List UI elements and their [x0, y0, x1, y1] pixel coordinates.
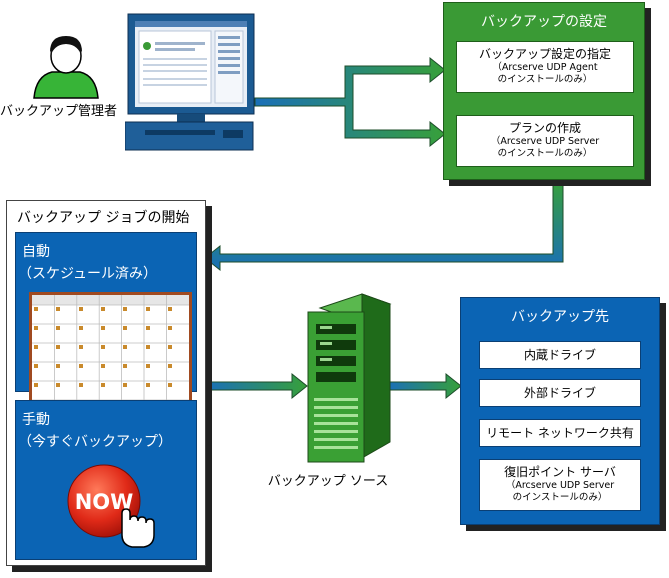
auto-sublabel: （スケジュール済み）	[18, 266, 158, 282]
specify-settings-box: バックアップ設定の指定 （Arcserve UDP Agent のインストールの…	[456, 41, 634, 93]
hand-cursor-icon	[121, 508, 155, 548]
external-drive-box: 外部ドライブ	[479, 379, 641, 407]
manual-label: 手動	[22, 412, 50, 428]
recovery-point-server-box: 復旧ポイント サーバ （Arcserve UDP Server のインストールの…	[479, 459, 641, 511]
specify-settings-label: バックアップ設定の指定	[478, 47, 611, 61]
manual-sublabel: （今すぐバックアップ）	[18, 434, 172, 450]
arrow-to-settings	[254, 56, 446, 148]
backup-source-label: バックアップ ソース	[267, 474, 389, 489]
create-plan-label: プランの作成	[508, 121, 581, 135]
settings-panel: バックアップの設定 バックアップ設定の指定 （Arcserve UDP Agen…	[443, 2, 645, 180]
specify-settings-note-2: のインストールのみ）	[497, 74, 593, 85]
auto-scheduled-panel: 自動 （スケジュール済み）	[15, 232, 197, 422]
create-plan-note-2: のインストールのみ）	[497, 148, 593, 159]
backup-source-server-icon	[307, 293, 392, 463]
now-button[interactable]: NOW	[62, 461, 162, 553]
arrow-to-destination	[387, 372, 462, 400]
computer-monitor-icon	[125, 13, 255, 151]
backup-destination-panel: バックアップ先 内蔵ドライブ 外部ドライブ リモート ネットワーク共有 復旧ポイ…	[460, 297, 660, 525]
admin-label: バックアップ管理者	[0, 104, 118, 119]
recovery-point-server-note-2: のインストールのみ）	[512, 492, 608, 503]
recovery-point-server-label: 復旧ポイント サーバ	[504, 465, 616, 479]
recovery-point-server-note-1: （Arcserve UDP Server	[505, 480, 615, 491]
auto-label: 自動	[22, 244, 50, 260]
admin-user-icon	[33, 36, 99, 99]
settings-title: バックアップの設定	[481, 14, 607, 30]
job-start-panel: バックアップ ジョブの開始 自動 （スケジュール済み）	[6, 200, 206, 566]
specify-settings-note-1: （Arcserve UDP Agent	[492, 62, 598, 73]
remote-network-share-box: リモート ネットワーク共有	[479, 419, 641, 447]
create-plan-note-1: （Arcserve UDP Server	[490, 136, 600, 147]
arrow-to-job	[204, 179, 564, 272]
create-plan-box: プランの作成 （Arcserve UDP Server のインストールのみ）	[456, 115, 634, 167]
manual-backup-panel: 手動 （今すぐバックアップ） NOW	[15, 400, 197, 560]
backup-destination-title: バックアップ先	[511, 309, 609, 325]
job-start-title: バックアップ ジョブの開始	[17, 210, 190, 226]
arrow-to-source	[205, 372, 308, 400]
internal-drive-box: 内蔵ドライブ	[479, 341, 641, 369]
